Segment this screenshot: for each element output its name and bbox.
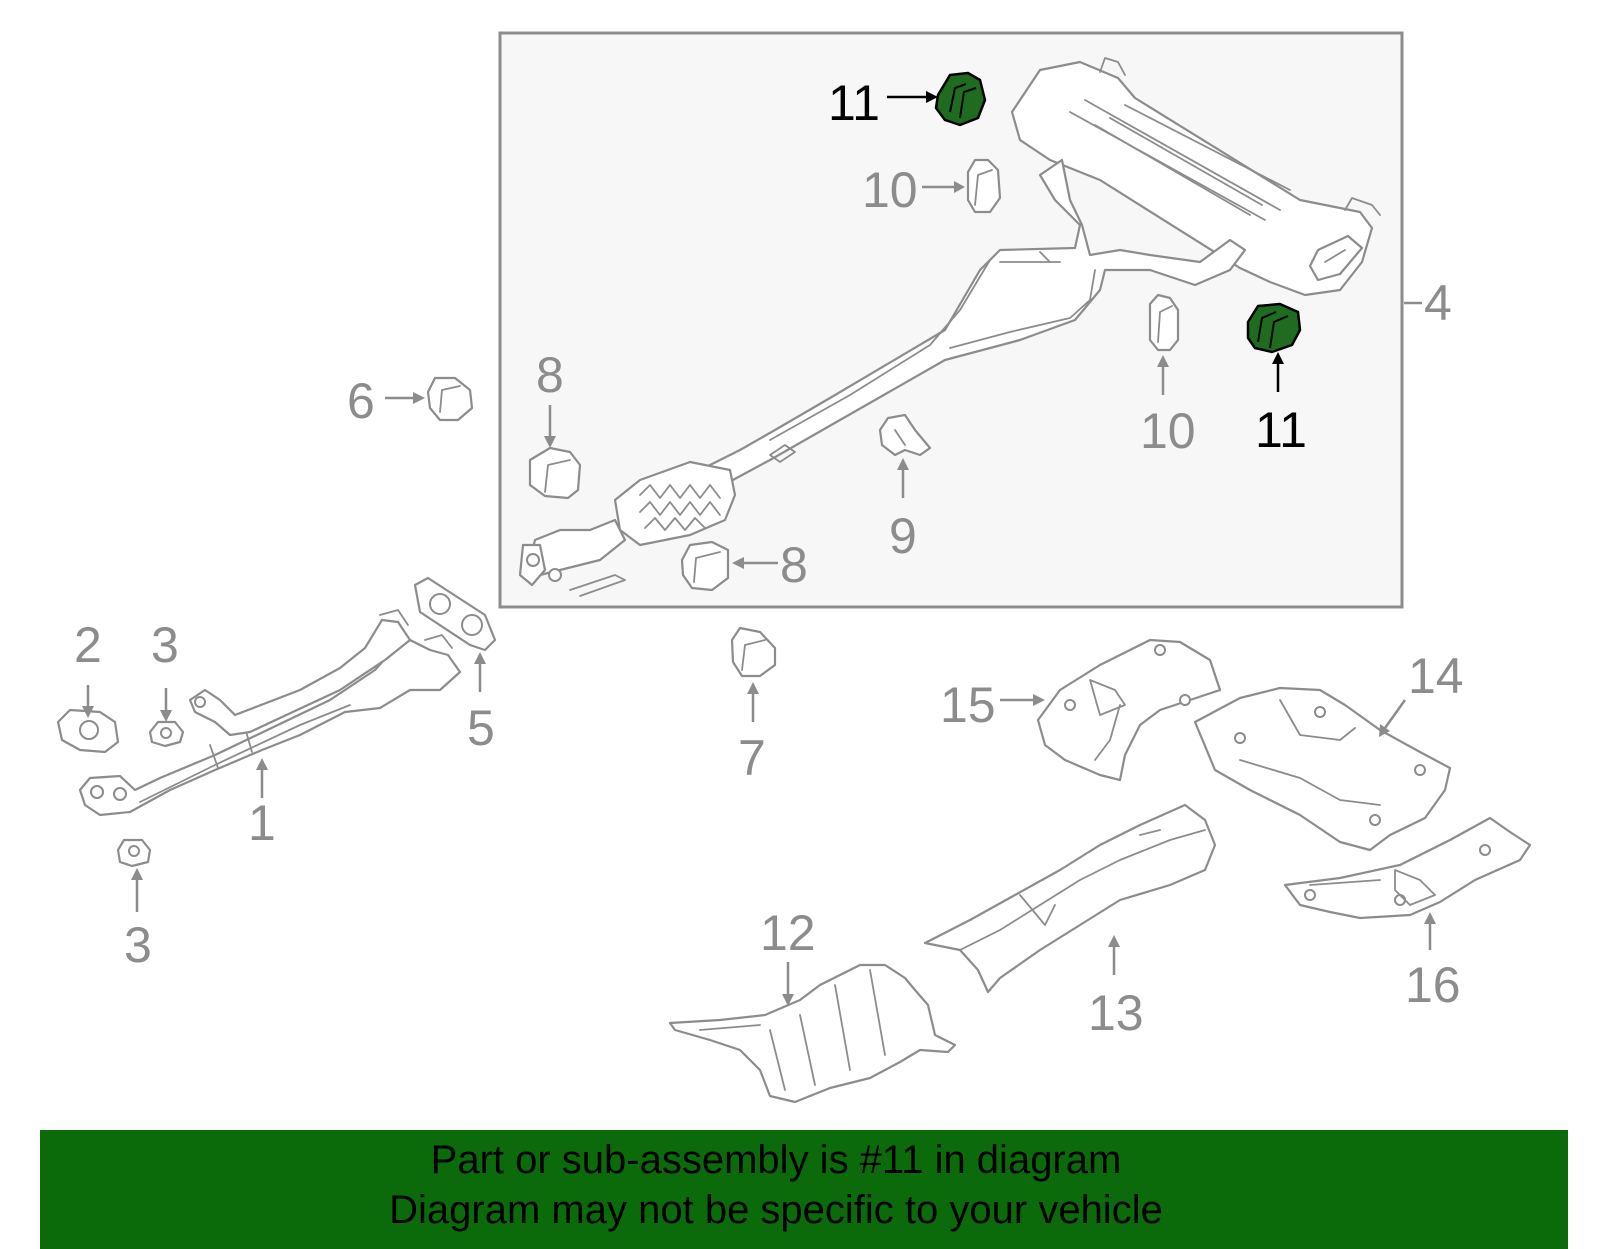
- callout-10-top: 10: [862, 162, 918, 218]
- callout-10-right: 10: [1140, 403, 1196, 459]
- hanger-part-10-right: [1148, 293, 1180, 352]
- callout-14: 14: [1408, 648, 1464, 704]
- hanger-part-7: [730, 626, 777, 678]
- hanger-part-10-top: [966, 158, 1002, 214]
- nut-part-3-lower: [116, 838, 152, 868]
- hanger-part-11-top[interactable]: [934, 71, 987, 127]
- banner-line-1: Part or sub-assembly is #11 in diagram: [430, 1138, 1122, 1182]
- hanger-part-8-upper: [528, 446, 582, 500]
- hanger-part-11-right[interactable]: [1246, 302, 1302, 354]
- callout-labels: 11 11 10 10 4 8 8 9 6 7 2 3 3 5 1 12 13 …: [74, 75, 1464, 1041]
- bracket-part-9: [878, 413, 932, 457]
- callout-2: 2: [74, 617, 102, 673]
- leader-lines: [82, 91, 1436, 1006]
- callout-3-upper: 3: [151, 617, 179, 673]
- callout-8-upper: 8: [536, 347, 564, 403]
- hanger-part-8-lower: [680, 540, 730, 592]
- exhaust-assembly: [518, 57, 1381, 597]
- banner-line-2: Diagram may not be specific to your vehi…: [389, 1188, 1163, 1232]
- callout-11-right: 11: [1255, 402, 1307, 458]
- gasket-part-5: [413, 576, 497, 652]
- callout-1: 1: [248, 795, 276, 851]
- callout-9: 9: [889, 508, 917, 564]
- heat-shield-part-16: [1283, 816, 1532, 920]
- heat-shield-part-14: [1193, 686, 1452, 852]
- callout-5: 5: [467, 700, 495, 756]
- callout-4: 4: [1424, 275, 1452, 331]
- callout-7: 7: [738, 730, 766, 786]
- nut-part-3-upper: [148, 720, 185, 748]
- gasket-part-2: [56, 708, 120, 754]
- front-pipe-part-1: [78, 609, 462, 817]
- heat-shield-part-15: [1036, 638, 1222, 782]
- callout-12: 12: [760, 905, 816, 961]
- callout-15: 15: [940, 677, 996, 733]
- heat-shield-part-12: [668, 963, 957, 1104]
- callout-6: 6: [347, 373, 375, 429]
- callout-8-lower: 8: [780, 537, 808, 593]
- hanger-part-6: [426, 376, 474, 422]
- callout-13: 13: [1088, 985, 1144, 1041]
- callout-3-lower: 3: [124, 917, 152, 973]
- heat-shield-part-13: [923, 803, 1217, 994]
- callout-16: 16: [1405, 957, 1461, 1013]
- info-banner: Part or sub-assembly is #11 in diagram D…: [40, 1130, 1568, 1249]
- callout-11-top: 11: [828, 75, 880, 131]
